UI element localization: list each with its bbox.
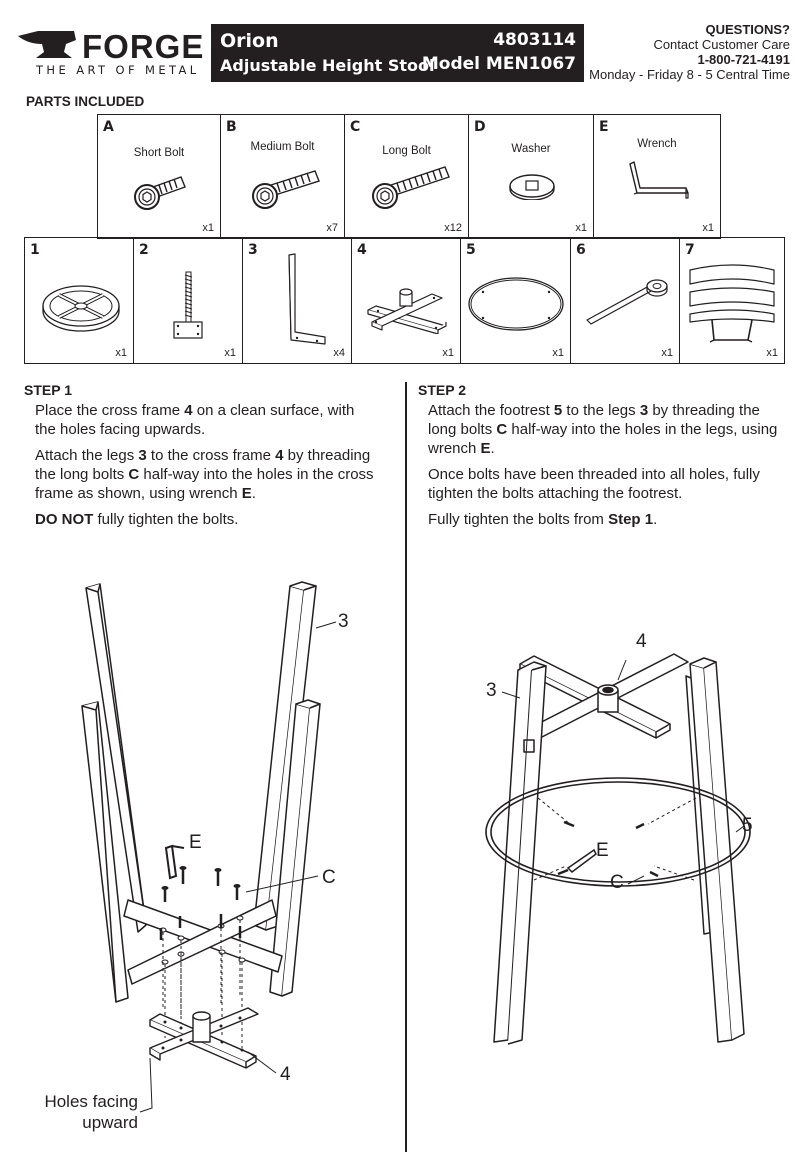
component-cell-4: 4 x1 <box>352 238 461 363</box>
step2-paragraph-3: Fully tighten the bolts from Step 1. <box>428 511 658 528</box>
height-lever-icon <box>586 279 668 325</box>
component-qty: x1 <box>552 347 564 359</box>
step1-callout-holes: Holes facing upward <box>44 1092 138 1132</box>
step-divider <box>405 382 407 1152</box>
washer-icon <box>509 174 555 200</box>
step1-paragraph-2: Attach the legs 3 to the cross frame 4 b… <box>35 447 374 502</box>
step2-callout-footrest: 5 <box>742 815 753 836</box>
part-qty: x1 <box>702 222 714 234</box>
step2-callout-bolts: C <box>610 872 624 893</box>
contact-line: Contact Customer Care <box>653 37 790 52</box>
part-cell-e: E Wrench x1 <box>594 115 720 238</box>
component-qty: x1 <box>224 347 236 359</box>
long-bolt-icon <box>372 166 450 209</box>
product-description: Adjustable Height Stool <box>220 56 435 75</box>
backrest-icon <box>689 264 775 343</box>
step1-instructions: Place the cross frame 4 on a clean surfa… <box>35 401 375 529</box>
threaded-rod-icon <box>173 271 203 339</box>
part-qty: x1 <box>575 222 587 234</box>
product-title-banner: Orion 4803114 Adjustable Height Stool Mo… <box>211 24 584 82</box>
phone-number: 1-800-721-4191 <box>697 52 790 67</box>
seat-base-icon <box>42 285 120 332</box>
step1-callout-bolts: C <box>322 867 336 888</box>
step2-assembly-diagram <box>485 653 751 1045</box>
component-cell-3: 3 x4 <box>243 238 352 363</box>
part-name: Wrench <box>637 138 677 150</box>
component-qty: x4 <box>333 347 345 359</box>
leg-icon <box>288 253 326 345</box>
part-letter: E <box>599 119 609 135</box>
step1-paragraph-1: Place the cross frame 4 on a clean surfa… <box>35 402 355 438</box>
component-number: 6 <box>576 242 586 258</box>
forge-logo: FORGE <box>18 28 204 65</box>
cross-frame-icon <box>367 288 447 334</box>
component-qty: x1 <box>661 347 673 359</box>
part-name: Short Bolt <box>133 147 185 159</box>
footrest-ring-icon <box>468 277 564 331</box>
part-letter: A <box>103 119 114 135</box>
component-qty: x1 <box>442 347 454 359</box>
component-number: 5 <box>466 242 476 258</box>
part-cell-b: B Medium Bolt x7 <box>221 115 345 238</box>
brand-tagline: THE ART OF METAL <box>36 63 200 77</box>
step2-paragraph-2: Once bolts have been threaded into all h… <box>428 466 760 502</box>
part-name: Washer <box>511 143 551 155</box>
product-sku: 4803114 <box>493 30 576 50</box>
part-cell-d: D Washer x1 <box>469 115 594 238</box>
part-name: Long Bolt <box>382 145 431 157</box>
component-qty: x1 <box>115 347 127 359</box>
part-letter: B <box>226 119 237 135</box>
step2-paragraph-1: Attach the footrest 5 to the legs 3 by t… <box>428 402 778 457</box>
part-name: Medium Bolt <box>250 141 315 153</box>
component-number: 3 <box>248 242 258 258</box>
step2-callout-legs: 3 <box>486 680 497 701</box>
part-letter: C <box>350 119 361 135</box>
hardware-parts-grid: A Short Bolt x1 B Medium Bolt x7 C <box>97 114 721 239</box>
step1-callout-legs: 3 <box>338 611 349 632</box>
step2-callout-wrench: E <box>596 840 609 861</box>
step1-callout-frame: 4 <box>280 1064 291 1085</box>
parts-included-title: PARTS INCLUDED <box>26 94 145 109</box>
step1-paragraph-3: DO NOT fully tighten the bolts. <box>35 511 239 528</box>
step1-callout-wrench: E <box>189 832 202 853</box>
part-qty: x1 <box>202 222 214 234</box>
customer-care-info: QUESTIONS? Contact Customer Care 1-800-7… <box>589 22 790 82</box>
short-bolt-icon <box>134 176 186 210</box>
medium-bolt-icon <box>252 170 320 209</box>
part-qty: x7 <box>326 222 338 234</box>
part-qty: x12 <box>444 222 462 234</box>
component-qty: x1 <box>766 347 778 359</box>
model-number: Model MEN1067 <box>421 54 576 74</box>
component-number: 1 <box>30 242 40 258</box>
component-cell-6: 6 x1 <box>571 238 680 363</box>
step2-instructions: Attach the footrest 5 to the legs 3 by t… <box>428 401 788 529</box>
step1-assembly-diagram <box>81 581 337 1113</box>
product-name: Orion <box>220 30 279 52</box>
part-cell-a: A Short Bolt x1 <box>98 115 221 238</box>
step1-heading: STEP 1 <box>24 382 72 398</box>
component-number: 4 <box>357 242 367 258</box>
brand-wordmark: FORGE <box>82 28 204 65</box>
component-cell-7: 7 x1 <box>680 238 784 363</box>
component-number: 2 <box>139 242 149 258</box>
wrench-icon <box>629 161 689 199</box>
step2-heading: STEP 2 <box>418 382 466 398</box>
part-cell-c: C Long Bolt x12 <box>345 115 469 238</box>
step2-callout-frame: 4 <box>636 631 647 652</box>
questions-title: QUESTIONS? <box>705 22 790 37</box>
component-cell-5: 5 x1 <box>461 238 571 363</box>
component-cell-1: 1 x1 <box>25 238 134 363</box>
component-number: 7 <box>685 242 695 258</box>
component-cell-2: 2 x1 <box>134 238 243 363</box>
component-parts-grid: 1 x1 2 x1 3 x4 4 <box>24 237 785 364</box>
part-letter: D <box>474 119 486 135</box>
office-hours: Monday - Friday 8 - 5 Central Time <box>589 67 790 82</box>
